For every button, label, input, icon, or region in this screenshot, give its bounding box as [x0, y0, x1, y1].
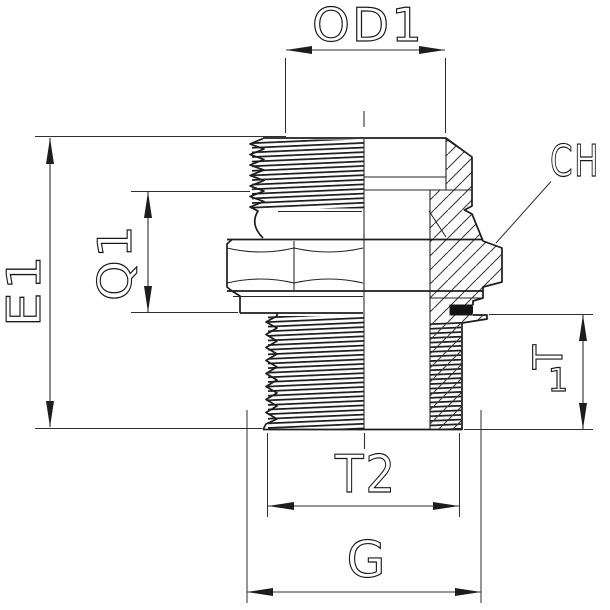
t1-label-glyph-1: 1 — [548, 361, 570, 399]
dimension-g: G — [246, 410, 482, 603]
seal-oring — [450, 304, 473, 315]
lower-thread-texture — [268, 316, 364, 429]
flange-left-edge — [231, 290, 241, 313]
q1-label: Q1 — [88, 223, 142, 301]
dimension-od1: OD1 — [285, 0, 446, 133]
section-outline-lower — [263, 314, 488, 431]
hex-chamfer-arcs — [226, 247, 364, 284]
dimension-q1: Q1 — [87, 191, 250, 313]
t1-label-glyph-t: T — [526, 343, 572, 370]
dimension-e1: E1 — [0, 136, 286, 429]
e1-label: E1 — [0, 253, 51, 327]
od1-label: OD1 — [312, 0, 424, 52]
upper-thread-profile — [249, 137, 265, 239]
upper-thread-texture — [252, 139, 364, 209]
dimension-t1: T 1 — [464, 314, 593, 430]
ch-label: CH — [550, 136, 600, 187]
dimension-t2: T2 — [267, 433, 460, 517]
dimension-ch: CH — [495, 135, 600, 244]
hex-left-edge — [226, 238, 233, 292]
ch-leader-line — [495, 181, 552, 244]
fitting-part — [226, 137, 503, 431]
t2-label: T2 — [334, 445, 397, 505]
bore-chamfer-line — [428, 210, 447, 238]
lower-thread-profile — [262, 313, 278, 430]
g-label: G — [347, 531, 388, 589]
